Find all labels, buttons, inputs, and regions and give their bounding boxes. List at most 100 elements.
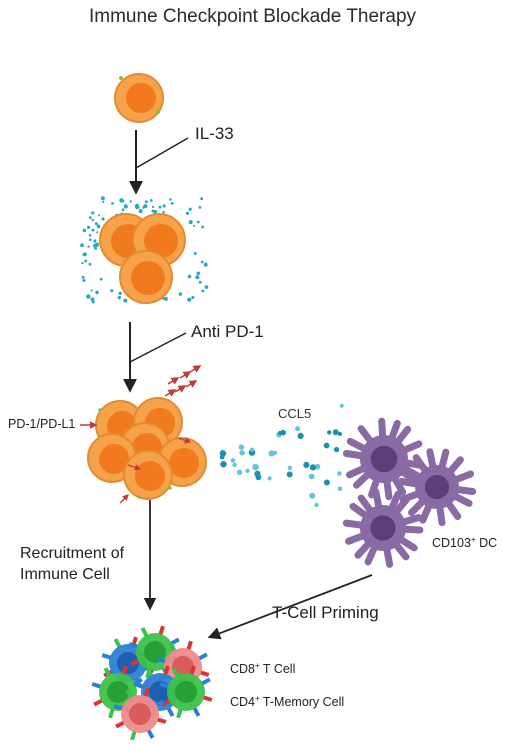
cytokine-dot — [193, 224, 195, 227]
t-cell-priming-arrow — [207, 574, 373, 640]
cytokine-dot — [84, 253, 87, 256]
cytokine-dot — [129, 200, 132, 203]
antibody-mark — [164, 389, 177, 397]
chemokine-dot — [303, 461, 310, 468]
antibody-mark — [167, 377, 180, 385]
chemokine-dot — [230, 458, 236, 463]
cytokine-dot — [195, 275, 200, 280]
cytokine-dot — [118, 291, 122, 295]
il33-arrow — [129, 130, 189, 195]
cytokine-dot — [95, 290, 99, 295]
cytokine-dot — [187, 274, 192, 279]
chemokine-dot — [236, 469, 243, 475]
cytokine-dot — [86, 225, 91, 229]
cytokine-dot — [123, 298, 128, 303]
chemokine-dot — [232, 462, 237, 468]
cytokine-dot — [204, 285, 209, 289]
chemokine-dot — [327, 430, 332, 435]
cytokine-dot — [101, 217, 105, 221]
cytokine-dot — [110, 289, 114, 293]
chemokine-dot — [308, 473, 315, 480]
antibody-mark — [185, 380, 198, 388]
cytokine-dot — [93, 239, 97, 243]
cytokine-dot — [162, 211, 165, 214]
cytokine-dot — [91, 218, 95, 222]
anti-pd1-antibodies — [164, 365, 202, 397]
cytokine-dot — [100, 196, 105, 201]
cytokine-dot — [200, 197, 204, 201]
cytokine-dot — [151, 205, 155, 209]
cytokine-dot — [111, 202, 114, 205]
chemokine-dot — [267, 476, 272, 481]
cytokine-dot — [201, 289, 205, 293]
cytokine-dot — [198, 206, 202, 209]
cytokine-dot — [81, 262, 84, 265]
tumor-cell-single — [114, 73, 164, 123]
chemokine-dot — [249, 447, 255, 452]
dendritic-cell — [342, 417, 425, 501]
t-cell-priming-label: T-Cell Priming — [272, 603, 379, 622]
chemokine-dot — [323, 442, 330, 449]
chemokine-dot — [287, 465, 293, 470]
cytokine-dot — [120, 199, 124, 203]
cytokine-dot — [138, 209, 143, 214]
cytokine-dot — [102, 200, 105, 203]
cytokine-dot — [86, 294, 91, 299]
cytokine-dot — [201, 225, 205, 229]
cytokine-dot — [185, 211, 189, 215]
cytokine-dot — [87, 245, 90, 248]
cytokine-dot — [187, 297, 192, 302]
chemokine-dot — [337, 471, 342, 476]
cytokine-dot — [135, 205, 140, 210]
chemokine-dot — [297, 432, 304, 439]
cytokine-dot — [89, 238, 92, 241]
chemokine-dot — [332, 429, 339, 436]
cd4-t-memory-cell-label: CD4+ T-Memory Cell — [230, 694, 345, 709]
chemokine-dot — [333, 446, 340, 453]
recruitment-label: Recruitment of Immune Cell — [20, 545, 125, 583]
cytokine-dot — [142, 206, 145, 209]
chemokine-dot — [337, 431, 343, 437]
cytokine-dot — [158, 205, 162, 209]
cytokine-dot — [117, 295, 122, 300]
antibody-mark — [189, 365, 202, 373]
cytokine-dot — [94, 222, 98, 226]
chemokine-dot — [254, 470, 261, 477]
cytokine-dot — [91, 211, 94, 215]
cytokine-dot — [151, 209, 155, 213]
cytokine-dot — [99, 277, 103, 281]
chemokine-dot — [286, 471, 293, 478]
cd103-dendritic-cells — [342, 417, 477, 568]
pd1-pdl1-label: PD-1/PD-L1 — [8, 417, 76, 431]
cytokine-dot — [143, 204, 148, 209]
cytokine-dot — [169, 198, 172, 201]
cytokine-dot — [188, 207, 192, 211]
cytokine-dot — [80, 243, 84, 248]
anti-pd1-label: Anti PD-1 — [191, 322, 264, 341]
tumor-cluster-pd1 — [80, 397, 207, 504]
cd103-dc-label: CD103+ DC — [432, 535, 498, 550]
cytokine-dot — [98, 214, 101, 217]
ccl5-label: CCL5 — [278, 406, 312, 421]
antibody-mark — [174, 385, 187, 393]
cytokine-dot — [170, 202, 174, 205]
cytokine-dot — [200, 260, 204, 264]
cytokine-dot — [82, 228, 87, 233]
cytokine-dot — [203, 262, 208, 267]
cytokine-dot — [188, 220, 193, 225]
cytokine-dot — [96, 231, 99, 234]
cytokine-dot — [81, 275, 85, 279]
cytokine-dot — [121, 208, 125, 212]
cytokine-dot — [163, 296, 168, 301]
cytokine-dot — [178, 292, 183, 296]
anti-pd1-arrow — [123, 322, 187, 393]
cytokine-dot — [149, 199, 153, 202]
tumor-cluster-il33 — [99, 213, 186, 304]
cytokine-dot — [88, 262, 92, 266]
chemokine-dot — [220, 461, 227, 468]
cytokine-dot — [84, 259, 88, 263]
cytokine-dot — [88, 234, 92, 237]
chemokine-dot — [337, 486, 343, 492]
